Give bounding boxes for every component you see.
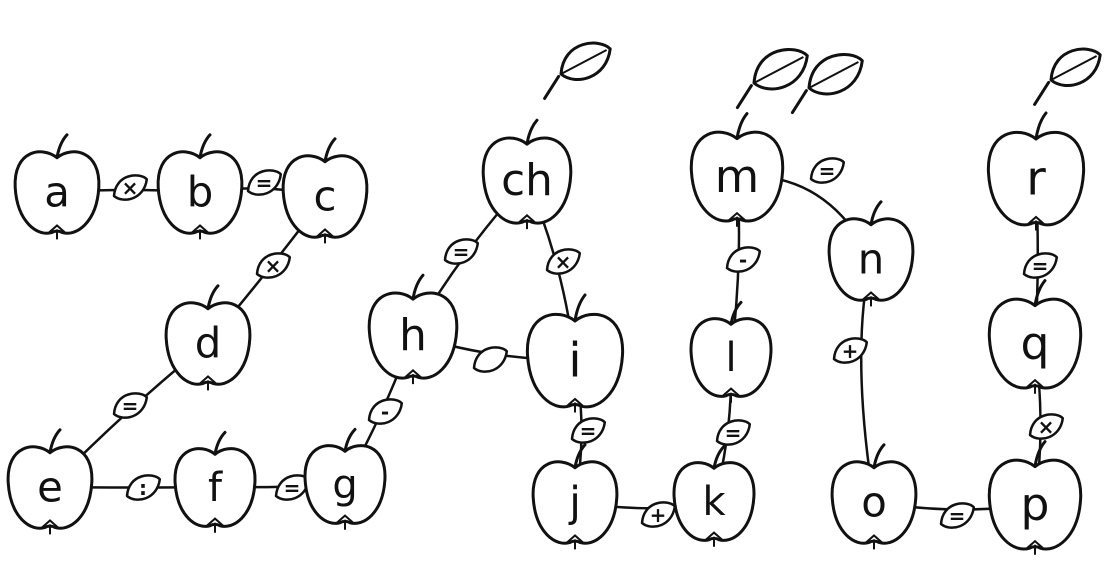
decor-layer [545,43,1101,113]
operator-label-c-d: × [265,254,282,278]
operator-label-a-b: × [122,176,139,200]
apple-label-c: c [314,172,337,221]
apple-node-g: g [305,429,385,529]
apple-label-b: b [187,168,214,217]
apple-node-p: p [989,442,1080,555]
apple-label-q: q [1021,317,1050,370]
operator-leaf-k-l: = [717,420,750,445]
operator-label-q-r: = [1032,254,1049,278]
apple-label-i: i [568,334,581,389]
operator-leaf-q-r: = [1024,253,1057,278]
apple-node-i: i [527,295,622,413]
operator-leaf-p-q: × [1030,414,1063,439]
apple-label-a: a [44,168,70,217]
apple-label-ch: ch [501,155,553,206]
operator-label-g-h: - [381,400,389,424]
operator-leaf-b-c: = [248,170,281,195]
apple-label-g: g [332,462,357,508]
operator-label-i-j: = [580,419,597,443]
operator-leaf-h-ch: = [445,239,478,264]
apple-label-r: r [1026,152,1046,207]
operator-leaf-l-m: - [727,247,760,272]
apple-node-b: b [158,135,242,240]
operator-label-m-n: = [819,159,836,183]
apple-node-a: a [15,135,99,240]
operator-leaf-j-k: + [642,502,675,527]
apple-label-p: p [1021,478,1050,531]
operator-label-ch-i: × [555,250,572,274]
apple-label-d: d [195,319,222,368]
apple-node-ch: ch [483,120,571,229]
apple-node-q: q [989,281,1080,394]
apple-label-j: j [568,478,581,527]
apple-node-e: e [8,430,92,535]
apple-node-f: f [175,432,255,532]
apple-node-o: o [832,445,916,550]
decorative-leaf-icon [737,49,807,107]
operator-label-l-m: - [739,248,747,272]
operator-label-o-p: = [949,504,966,528]
operator-label-b-c: = [256,171,273,195]
apple-label-k: k [702,479,725,525]
operator-label-j-k: + [650,503,667,527]
operator-leaf-a-b: × [114,175,147,200]
operator-leaf-d-e: = [114,393,147,418]
operator-label-h-ch: = [453,240,470,264]
apple-node-j: j [533,445,617,550]
operator-leaf-i-j: = [572,418,605,443]
apple-label-o: o [861,478,887,527]
apple-label-e: e [37,463,63,512]
apple-label-m: m [715,150,759,203]
decorative-leaf-icon [545,43,611,98]
operator-label-e-f: : [139,476,147,500]
apple-label-l: l [725,335,736,381]
operator-leaf-e-f: : [127,475,160,500]
apple-node-l: l [691,302,771,402]
operator-label-p-q: × [1038,415,1055,439]
apple-label-n: n [858,235,885,284]
apple-node-h: h [369,275,457,384]
apple-label-f: f [208,465,223,511]
apple-node-c: c [283,139,367,244]
decorative-leaf-icon [1035,49,1101,104]
operator-label-k-l: = [725,421,742,445]
operator-leaf-m-n: = [811,158,844,183]
apple-node-k: k [674,446,754,546]
apple-label-h: h [399,310,427,361]
operator-leaf-o-p: = [941,503,974,528]
operator-label-f-g: = [284,476,301,500]
operator-label-d-e: = [122,394,139,418]
operator-leaf-ch-i: × [547,249,580,274]
operator-label-n-o: + [842,339,859,363]
operator-leaf-c-d: × [257,253,290,278]
apple-node-d: d [166,286,250,391]
apple-node-r: r [988,113,1083,231]
operator-leaf-g-h: - [369,399,402,424]
apple-node-m: m [691,114,782,227]
